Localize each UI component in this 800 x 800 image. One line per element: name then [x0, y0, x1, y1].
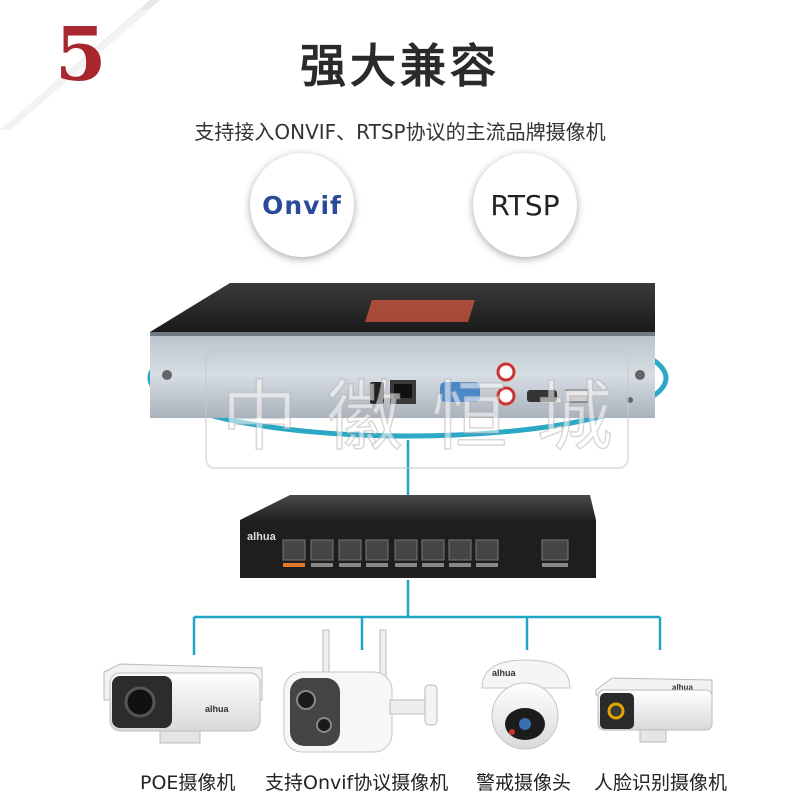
step-number: 5	[55, 12, 107, 98]
camera-brand: alhua	[672, 683, 693, 692]
watermark: 中 徽 恒 城	[205, 350, 629, 469]
rtsp-badge: RTSP	[473, 153, 577, 257]
switch-brand: alhua	[247, 531, 277, 543]
camera-warning-dome: alhua	[481, 659, 571, 750]
camera-poe: alhua	[103, 663, 263, 744]
page-title: 强大兼容	[300, 39, 500, 93]
camera-label-onvif: 支持Onvif协议摄像机	[265, 772, 449, 794]
camera-face-recognition: alhua	[595, 677, 713, 743]
camera-label-poe: POE摄像机	[140, 772, 236, 794]
watermark-char: 恒	[431, 371, 509, 462]
onvif-logo-text: Onvif	[262, 190, 342, 220]
network-cables	[192, 440, 662, 655]
poe-switch: alhua	[240, 495, 596, 578]
onvif-badge: Onvif	[250, 153, 354, 257]
page-subtitle: 支持接入ONVIF、RTSP协议的主流品牌摄像机	[194, 120, 606, 144]
camera-brand: alhua	[205, 704, 230, 714]
camera-onvif	[283, 629, 438, 753]
camera-brand: alhua	[492, 668, 517, 678]
corner-decoration	[0, 0, 160, 130]
camera-label-face: 人脸识别摄像机	[594, 772, 728, 794]
watermark-char: 城	[536, 371, 614, 462]
camera-label-warning: 警戒摄像头	[476, 772, 572, 794]
watermark-char: 中	[221, 371, 299, 462]
rtsp-logo-text: RTSP	[490, 188, 560, 222]
nvr-recorder	[150, 283, 655, 418]
watermark-char: 徽	[326, 371, 404, 462]
